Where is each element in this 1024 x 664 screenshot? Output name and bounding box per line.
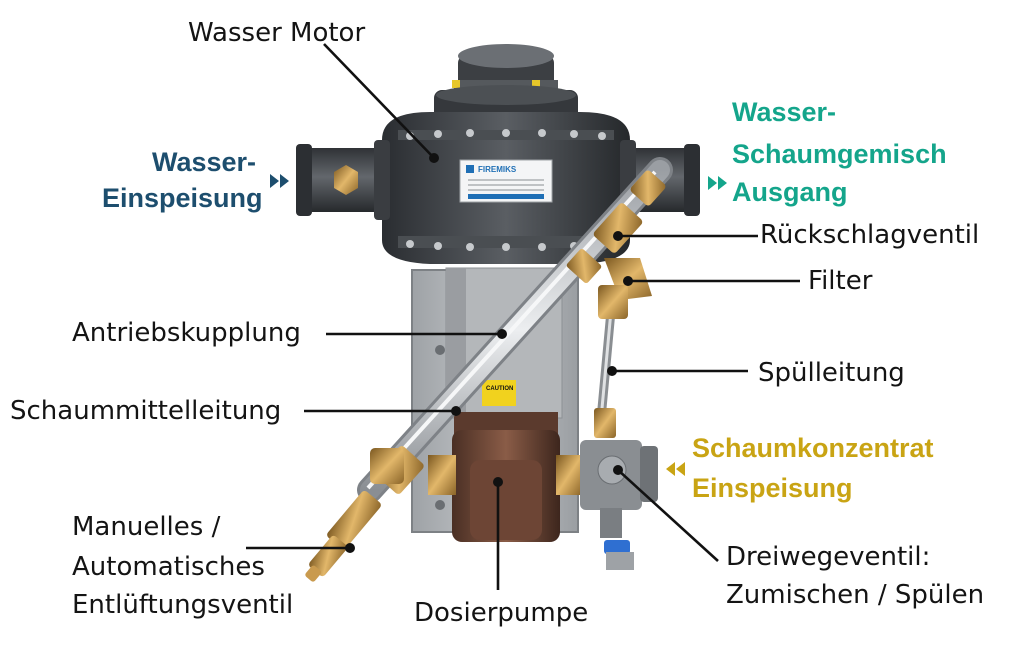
label-schaumkonzentrat-line2: Einspeisung — [692, 473, 853, 503]
label-ausgang-line1: Wasser- — [732, 97, 837, 127]
concentrate-arrow-icon — [666, 462, 685, 476]
label-schaumkonzentrat-line1: Schaumkonzentrat — [692, 433, 934, 463]
leader-lines — [246, 43, 800, 590]
leader-dots — [345, 153, 633, 553]
label-wasser-einspeisung-line1: Wasser- — [152, 147, 257, 177]
label-wasser-einspeisung-line2: Einspeisung — [102, 183, 263, 213]
bleed-valve-graphic — [305, 448, 404, 582]
outlet-arrow-icon — [708, 176, 727, 190]
label-antriebskupplung: Antriebskupplung — [72, 318, 301, 348]
brand-text: FIREMIKS — [478, 165, 517, 174]
label-dreiwegeventil-line1: Dreiwegeventil: — [726, 542, 931, 572]
three-way-valve-graphic — [580, 440, 658, 570]
label-dreiwegeventil-line2: Zumischen / Spülen — [726, 580, 985, 610]
label-dosierpumpe: Dosierpumpe — [414, 598, 589, 628]
caution-text: CAUTION — [486, 386, 513, 392]
label-entlueftungsventil-line3: Entlüftungsventil — [72, 590, 294, 620]
label-spuelleitung: Spülleitung — [758, 358, 905, 388]
inlet-arrow-icon — [270, 174, 289, 188]
label-ausgang-line3: Ausgang — [732, 177, 848, 207]
label-rueckschlagventil: Rückschlagventil — [760, 220, 980, 250]
filter-graphic — [598, 258, 652, 319]
label-wasser-motor: Wasser Motor — [188, 18, 366, 48]
flush-line-graphic — [594, 295, 617, 438]
inlet-pipe — [296, 140, 390, 220]
water-motor-graphic: FIREMIKS — [382, 44, 630, 264]
label-entlueftungsventil-line1: Manuelles / — [72, 512, 221, 542]
label-filter: Filter — [808, 266, 873, 296]
label-schaummittelleitung: Schaummittelleitung — [10, 396, 282, 426]
dosing-pump-graphic — [428, 412, 582, 542]
label-entlueftungsventil-line2: Automatisches — [72, 552, 265, 582]
label-ausgang-line2: Schaumgemisch — [732, 139, 947, 169]
